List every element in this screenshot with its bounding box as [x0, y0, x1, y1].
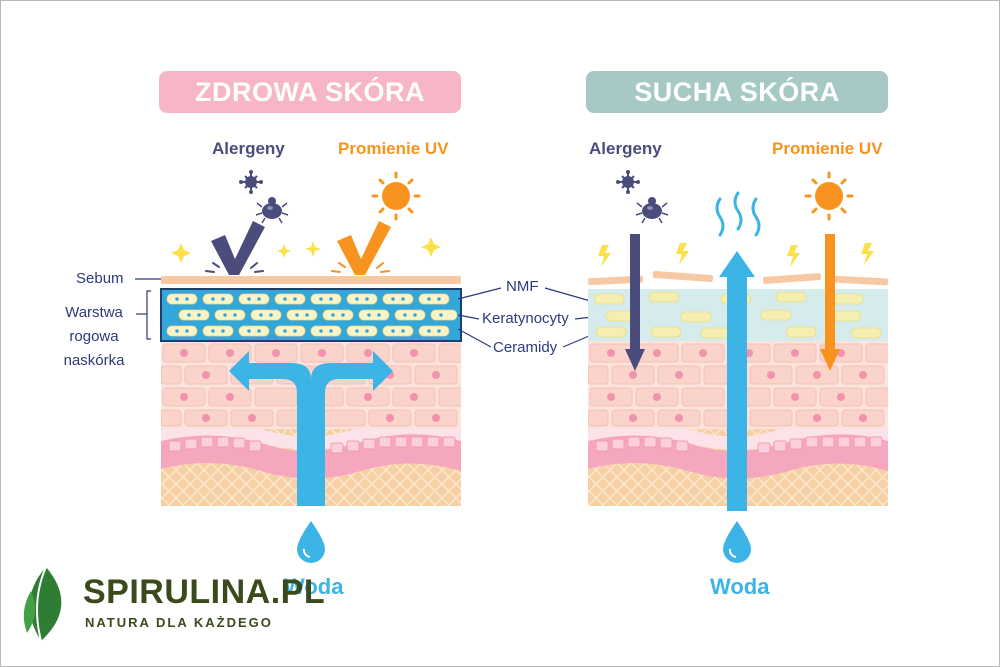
sebum-label: Sebum [76, 270, 124, 287]
healthy-uv-deflect-arrow [337, 221, 391, 275]
dry-uv-label: Promienie UV [772, 139, 883, 158]
healthy-water-drop-icon [297, 521, 325, 563]
logo-name: SPIRULINA [83, 573, 271, 611]
stratum-corneum-label-line1: Warstwa [65, 304, 123, 321]
ceramides-label: Ceramidy [493, 339, 558, 356]
healthy-allergens-label: Alergeny [212, 139, 285, 158]
healthy-uv-label: Promienie UV [338, 139, 449, 158]
dry-water-drop-icon [723, 521, 751, 563]
left-leader-lines [135, 278, 161, 340]
dry-allergen-arrow [625, 234, 645, 371]
healthy-sun-icon [371, 171, 421, 221]
stratum-corneum-label: Warstwa rogowa naskórka [57, 301, 131, 373]
dry-lightning-icons [598, 243, 874, 267]
healthy-skin-banner: ZDROWA SKÓRA [159, 71, 461, 113]
spirulina-leaf-logo-icon [23, 566, 62, 642]
healthy-stratum-corneum [160, 288, 462, 342]
dry-water-label: Woda [710, 574, 770, 599]
healthy-water-label: Woda [284, 574, 344, 599]
logo-tld: .PL [270, 573, 326, 611]
healthy-virus-icon [239, 170, 263, 194]
healthy-skin-title: ZDROWA SKÓRA [195, 76, 425, 107]
stratum-corneum-label-line2: rogowa [69, 328, 119, 345]
logo-tagline: NATURA DLA KAŻDEGO [85, 615, 273, 630]
logo-wordmark: SPIRULINA.PL [83, 573, 325, 612]
dry-virus-icon [616, 170, 640, 194]
healthy-sebum-layer [161, 276, 461, 284]
healthy-mite-icon [255, 197, 289, 224]
dry-allergens-label: Alergeny [589, 139, 662, 158]
healthy-allergen-deflect-arrow [211, 221, 265, 275]
stratum-corneum-label-line3: naskórka [63, 352, 125, 369]
healthy-water-arrow [229, 351, 393, 506]
dry-mite-icon [635, 197, 669, 224]
dry-skin-title: SUCHA SKÓRA [634, 76, 840, 107]
dry-skin-banner: SUCHA SKÓRA [586, 71, 888, 113]
evaporation-icon [715, 191, 761, 237]
keratinocytes-label: Keratynocyty [482, 310, 569, 327]
dry-sun-icon [804, 171, 854, 221]
healthy-sparkles [171, 237, 441, 263]
dry-uv-arrow [820, 234, 840, 371]
nmf-label: NMF [506, 278, 539, 295]
dry-water-loss-arrow [719, 251, 755, 511]
